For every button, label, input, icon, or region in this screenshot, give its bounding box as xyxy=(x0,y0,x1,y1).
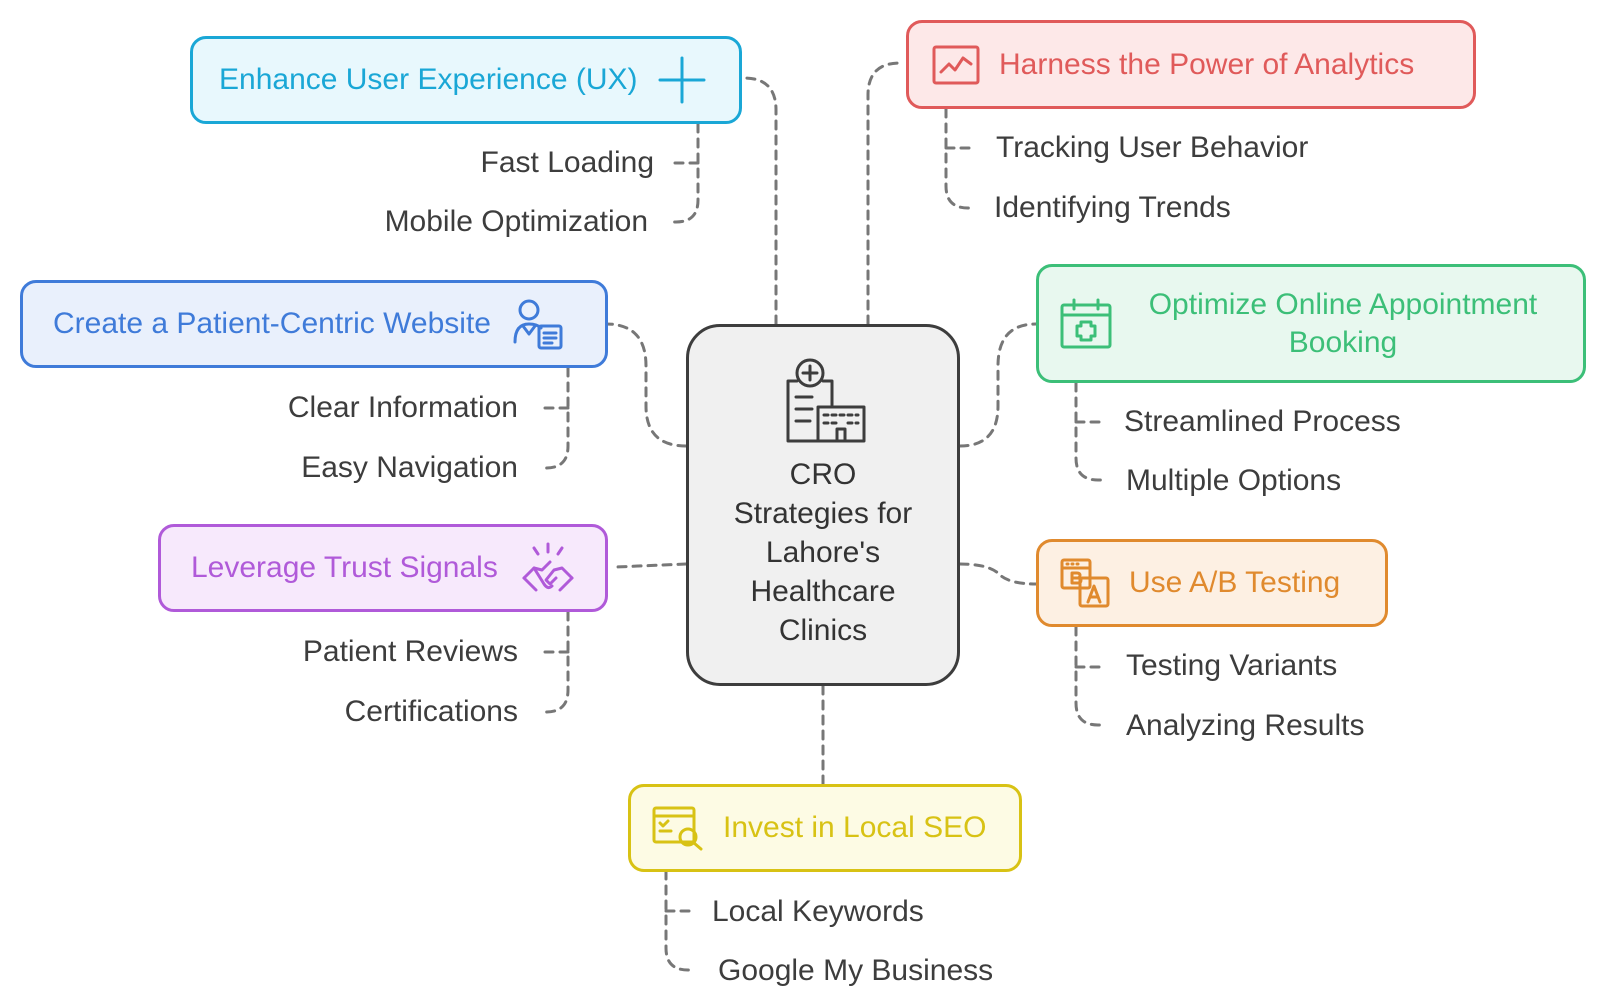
branch-booking: Optimize Online Appointment Booking xyxy=(1036,264,1586,383)
seo-item-1: Local Keywords xyxy=(712,895,924,928)
handshake-icon xyxy=(522,542,574,592)
trust-item-1: Patient Reviews xyxy=(302,635,518,668)
connector-center-abtest xyxy=(958,562,1038,586)
branch-patient-title: Create a Patient-Centric Website xyxy=(53,307,491,340)
branch-booking-title: Optimize Online Appointment Booking xyxy=(1148,287,1538,359)
branch-abtest: Use A/B Testing xyxy=(1036,539,1388,627)
clinic-building-icon xyxy=(786,358,866,443)
connector-center-trust xyxy=(614,562,688,569)
connector-analytics-sub xyxy=(944,107,976,210)
branch-patient: Create a Patient-Centric Website xyxy=(20,280,608,368)
branch-ux-title: Enhance User Experience (UX) xyxy=(219,63,638,96)
abtest-item-2: Analyzing Results xyxy=(1126,709,1365,742)
connector-center-ux xyxy=(742,76,778,326)
connector-center-patient xyxy=(604,322,688,448)
branch-abtest-title: Use A/B Testing xyxy=(1129,566,1341,599)
booking-item-2: Multiple Options xyxy=(1126,464,1342,497)
connector-ux-sub xyxy=(668,122,700,224)
branch-trust: Leverage Trust Signals xyxy=(158,524,608,612)
connector-center-analytics xyxy=(866,61,902,326)
line-chart-icon xyxy=(932,45,980,84)
connector-center-booking xyxy=(958,322,1038,448)
patient-item-2: Easy Navigation xyxy=(301,451,518,484)
branch-analytics-title: Harness the Power of Analytics xyxy=(999,47,1415,81)
branch-ux: Enhance User Experience (UX) xyxy=(190,36,742,124)
booking-item-1: Streamlined Process xyxy=(1124,405,1401,438)
patient-item-1: Clear Information xyxy=(287,391,518,424)
connector-trust-sub xyxy=(538,610,570,714)
ux-item-1: Fast Loading xyxy=(480,146,654,179)
ux-item-2: Mobile Optimization xyxy=(384,205,648,238)
branch-seo: Invest in Local SEO xyxy=(628,784,1022,872)
connector-booking-sub xyxy=(1074,381,1106,482)
connector-patient-sub xyxy=(538,366,570,470)
patient-document-icon xyxy=(513,299,563,350)
analytics-item-1: Tracking User Behavior xyxy=(996,131,1309,164)
browser-search-icon xyxy=(652,806,703,851)
trust-item-2: Certifications xyxy=(344,695,518,728)
branch-analytics: Harness the Power of Analytics xyxy=(906,20,1476,109)
analytics-item-2: Identifying Trends xyxy=(994,191,1231,224)
connector-seo-sub xyxy=(664,869,696,972)
center-title: CRO Strategies for Lahore's Healthcare C… xyxy=(733,458,913,647)
connector-abtest-sub xyxy=(1074,625,1106,727)
branch-trust-title: Leverage Trust Signals xyxy=(191,551,498,584)
calendar-plus-icon xyxy=(1060,298,1112,348)
seo-item-2: Google My Business xyxy=(718,954,994,987)
center-node: CRO Strategies for Lahore's Healthcare C… xyxy=(686,324,960,686)
ab-test-icon xyxy=(1060,558,1110,608)
plus-icon xyxy=(658,56,706,104)
branch-seo-title: Invest in Local SEO xyxy=(723,811,987,844)
abtest-item-1: Testing Variants xyxy=(1126,649,1338,682)
